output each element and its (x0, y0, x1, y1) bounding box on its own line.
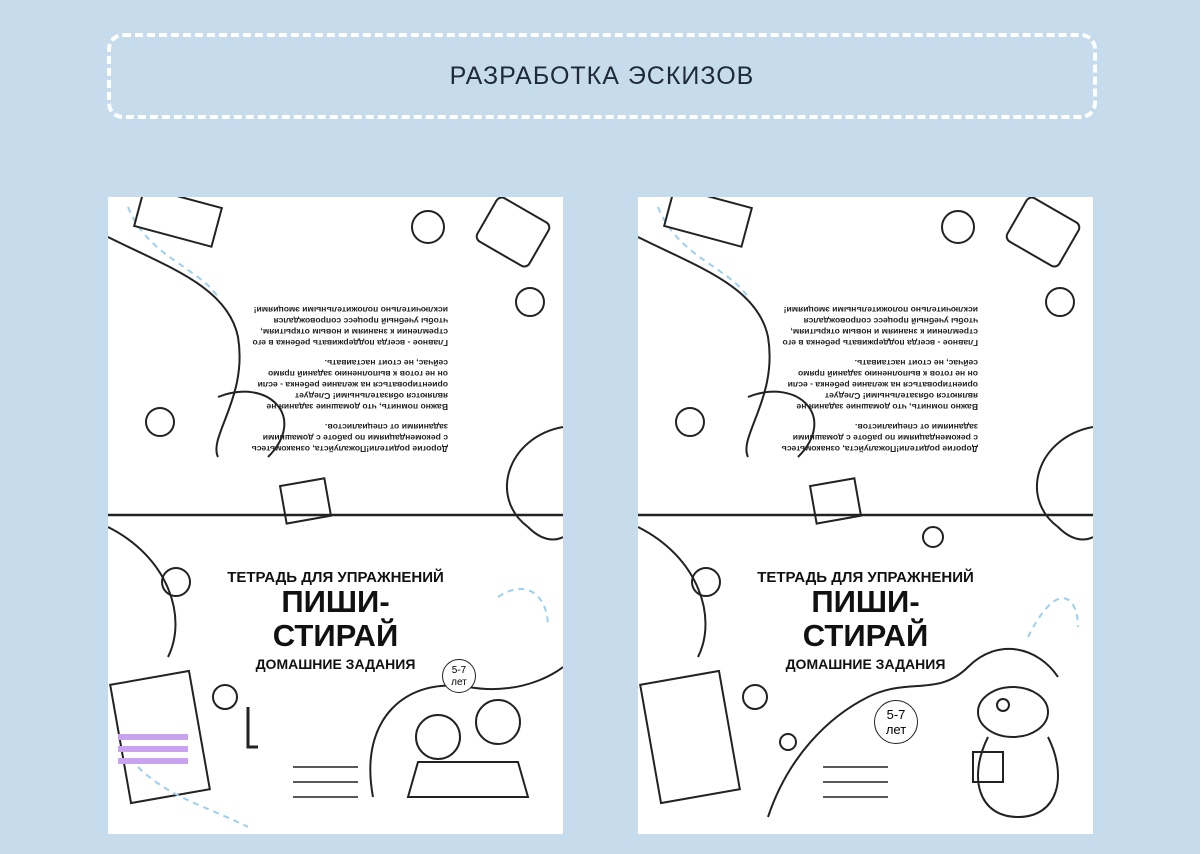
section-title: РАЗРАБОТКА ЭСКИЗОВ (449, 61, 755, 90)
cover-title: ПИШИ-СТИРАЙ (272, 584, 399, 653)
age-badge: 5-7 лет (442, 659, 476, 693)
sketch-page-1: Дорогие родители!Пожалуйста, ознакомьтес… (108, 197, 563, 834)
back-cover-text: Дорогие родители!Пожалуйста, ознакомьтес… (781, 305, 979, 454)
doodle-illustration (638, 197, 1093, 819)
sketch-page-2: Дорогие родители!Пожалуйста, ознакомьтес… (638, 197, 1093, 834)
cover-title: ПИШИ-СТИРАЙ (802, 584, 929, 653)
cover-subtitle: ТЕТРАДЬ ДЛЯ УПРАЖНЕНИЙ (757, 569, 974, 586)
section-banner: РАЗРАБОТКА ЭСКИЗОВ (107, 33, 1097, 119)
cover-subtitle: ТЕТРАДЬ ДЛЯ УПРАЖНЕНИЙ (227, 569, 444, 586)
age-badge: 5-7 лет (874, 700, 918, 744)
back-cover-text: Дорогие родители!Пожалуйста, ознакомьтес… (251, 305, 449, 454)
cover-tagline: ДОМАШНИЕ ЗАДАНИЯ (255, 656, 416, 672)
cover-tagline: ДОМАШНИЕ ЗАДАНИЯ (785, 656, 946, 672)
doodle-illustration (108, 197, 563, 828)
